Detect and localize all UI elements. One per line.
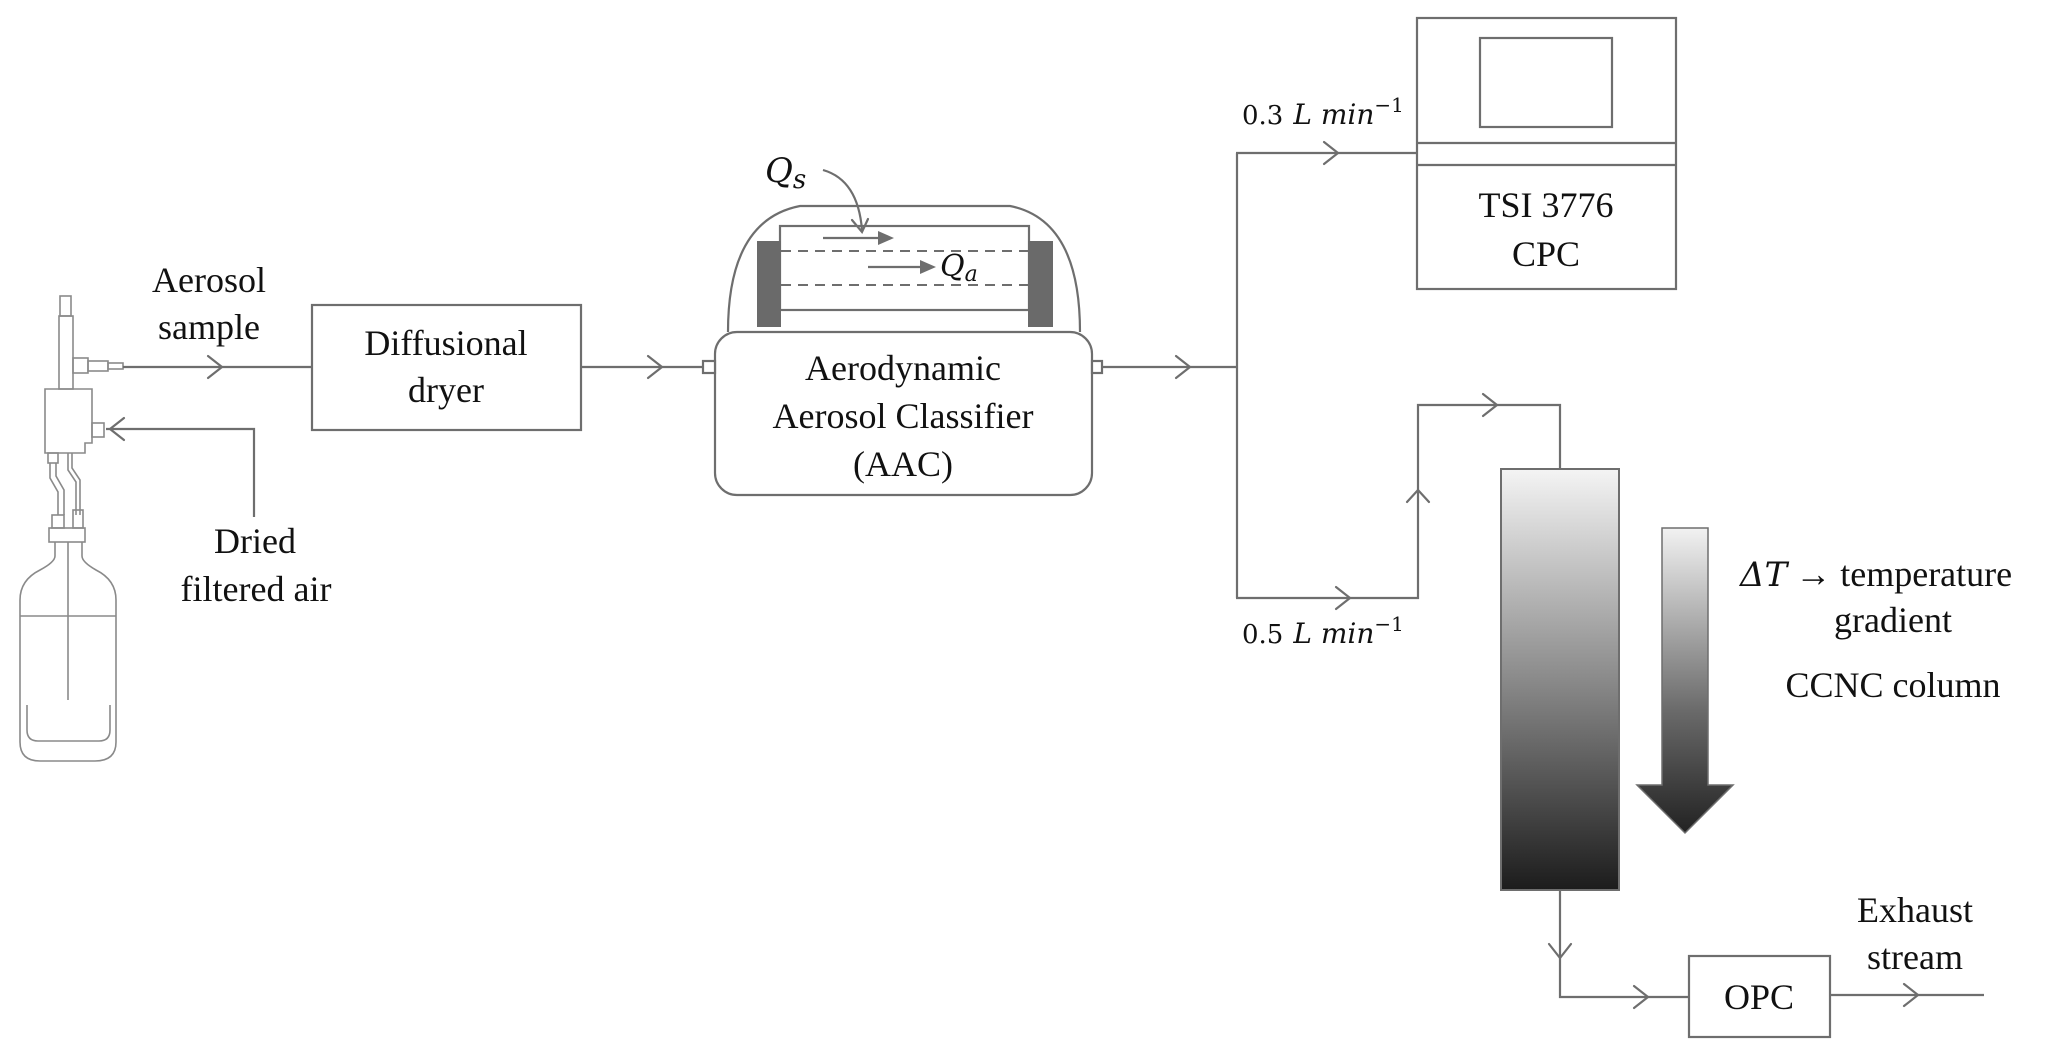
- aac-label-line2: Aerosol Classifier: [773, 396, 1034, 436]
- aac-outlet-flow: [1102, 153, 1239, 598]
- dried-air-flow: [106, 416, 256, 517]
- dryer-label: Diffusional: [364, 323, 527, 363]
- exhaust-flow: [1830, 982, 1984, 1008]
- exhaust-label-line2: stream: [1867, 937, 1963, 977]
- ccnc-column: [1500, 468, 1620, 891]
- temperature-gradient-arrow-icon: [1635, 527, 1735, 835]
- temperature-gradient-label-line2: gradient: [1834, 600, 1952, 640]
- cpc-label-line2: CPC: [1512, 234, 1580, 274]
- ccnc-column-label: CCNC column: [1785, 665, 2000, 705]
- dryer-to-aac-flow: [581, 354, 703, 380]
- sheath-flow-label: Qs: [765, 151, 806, 195]
- opc-box: [1687, 954, 1832, 1039]
- dried-air-label: Dried: [214, 521, 296, 561]
- aac-label: Aerodynamic: [805, 348, 1001, 388]
- aerosol-sample-label: Aerosol: [152, 260, 266, 300]
- ccnc-flow-branch: [1236, 392, 1562, 611]
- diffusional-dryer-box: [310, 303, 583, 432]
- cpc-display-screen: [1478, 36, 1614, 129]
- dried-air-label-line2: filtered air: [181, 569, 332, 609]
- exhaust-label: Exhaust: [1857, 890, 1973, 930]
- opc-label: OPC: [1724, 977, 1794, 1017]
- cpc-label: TSI 3776: [1479, 185, 1614, 225]
- aac-electrode-right: [1028, 241, 1053, 327]
- aerosol-sample-label-line2: sample: [158, 307, 260, 347]
- aerosol-sample-flow: [123, 354, 312, 380]
- aac-electrode-left: [757, 241, 781, 327]
- temperature-gradient-label: ΔT→ temperature: [1738, 554, 2012, 595]
- atomizer-bottle-icon: [19, 295, 124, 762]
- aac-instrument: [701, 168, 1104, 497]
- aac-label-line3: (AAC): [853, 444, 953, 484]
- aerosol-flow-label: Qa: [940, 249, 978, 287]
- dryer-label-line2: dryer: [408, 370, 484, 410]
- ccnc-to-opc-flow: [1547, 890, 1689, 1010]
- cpc-instrument: [1415, 16, 1678, 291]
- cpc-flow-branch: [1236, 140, 1417, 166]
